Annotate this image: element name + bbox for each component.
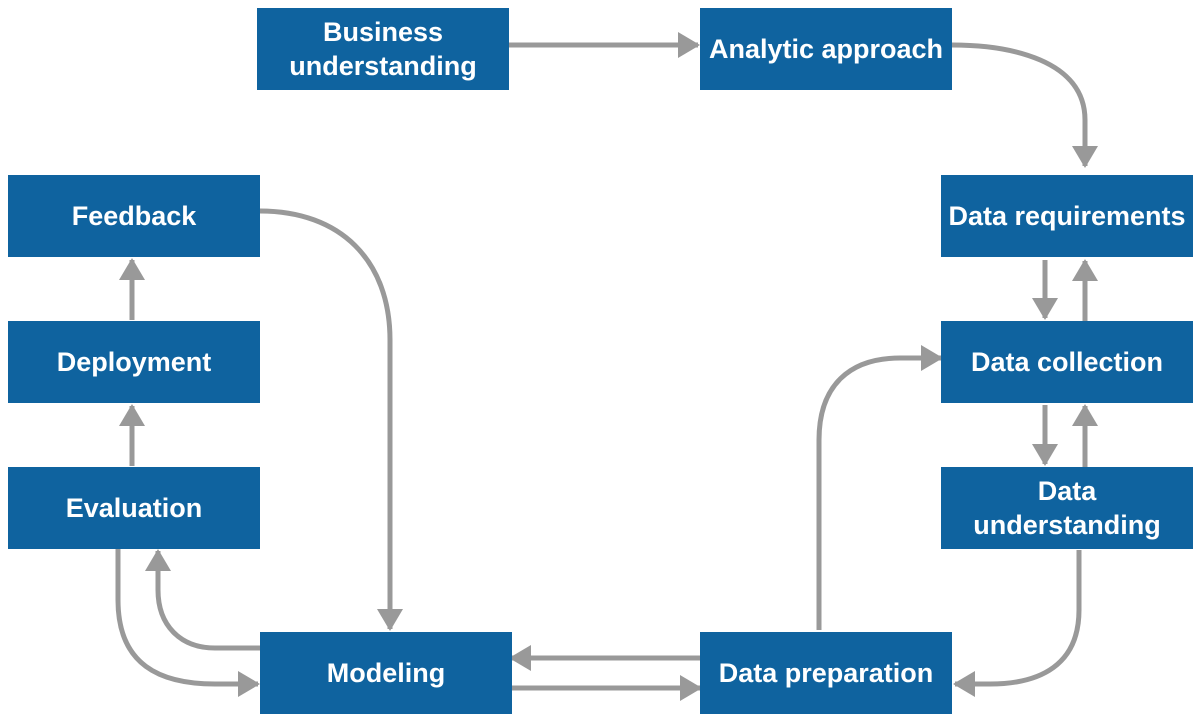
stage-label: Evaluation xyxy=(65,493,203,523)
stage-analytic-approach: Analytic approach xyxy=(700,8,952,90)
stage-deployment: Deployment xyxy=(8,321,260,403)
stage-label: Modeling xyxy=(326,658,446,688)
stage-data-collection: Data collection xyxy=(941,321,1193,403)
arrow-preparation-to-collection xyxy=(816,345,943,630)
stage-label: Deployment xyxy=(56,347,212,377)
stage-label: Business understanding xyxy=(289,17,477,81)
stage-label: Feedback xyxy=(71,201,197,231)
arrow-evaluation-to-modeling xyxy=(115,548,260,697)
stage-business-understanding: Business understanding xyxy=(257,8,509,90)
stage-modeling: Modeling xyxy=(260,632,512,714)
stage-feedback: Feedback xyxy=(8,175,260,257)
stage-data-preparation: Data preparation xyxy=(700,632,952,714)
arrow-feedback-to-modeling xyxy=(259,208,403,631)
stage-label: Data collection xyxy=(970,347,1164,377)
stage-data-understanding: Data understanding xyxy=(941,467,1193,549)
arrow-analytic-to-requirements xyxy=(951,42,1098,168)
stage-label: Analytic approach xyxy=(708,34,944,64)
arrow-modeling-to-evaluation xyxy=(145,549,260,651)
stage-label: Data requirements xyxy=(948,201,1186,231)
stage-evaluation: Evaluation xyxy=(8,467,260,549)
arrow-understanding-to-preparation xyxy=(953,550,1082,697)
stage-label: Data preparation xyxy=(718,658,934,688)
stage-label: Data understanding xyxy=(973,476,1161,540)
stage-data-requirements: Data requirements xyxy=(941,175,1193,257)
